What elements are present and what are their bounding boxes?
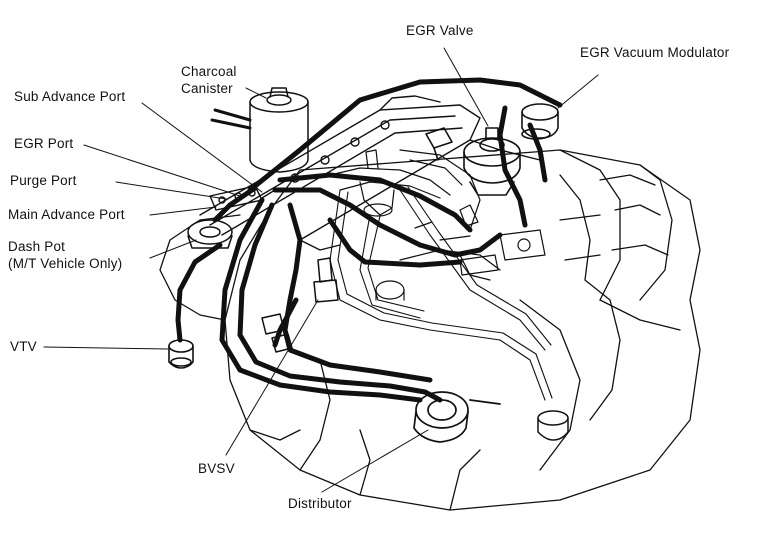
charcoal-canister — [210, 87, 309, 173]
leader-purge-port — [115, 181, 227, 200]
label-egr-valve: EGR Valve — [406, 23, 474, 38]
leader-dash-pot — [149, 239, 197, 259]
label-bvsv: BVSV — [198, 461, 235, 476]
leader-bvsv — [225, 299, 319, 456]
leader-main-advance-port — [149, 206, 217, 216]
leader-charcoal-canister — [245, 87, 267, 99]
vacuum-switch-right — [537, 410, 569, 441]
leader-egr-port — [83, 144, 241, 197]
leader-distributor — [321, 429, 429, 493]
label-distributor: Distributor — [288, 496, 352, 511]
leader-egr-vacuum-modulator — [557, 74, 599, 109]
leader-sub-advance-port — [141, 102, 263, 193]
label-main-advance-port: Main Advance Port — [8, 207, 125, 222]
egr-vacuum-modulator — [521, 103, 559, 140]
distributor — [413, 391, 501, 443]
label-dash-pot: Dash Pot (M/T Vehicle Only) — [8, 238, 122, 272]
bvsv — [261, 257, 339, 353]
ports-cluster — [209, 185, 276, 211]
label-egr-port: EGR Port — [14, 136, 74, 151]
egr-valve — [425, 127, 521, 196]
thick-vacuum-hoses — [175, 77, 563, 403]
label-vtv: VTV — [10, 339, 37, 354]
label-dash-pot-line2: (M/T Vehicle Only) — [8, 256, 123, 271]
label-egr-vacuum-modulator: EGR Vacuum Modulator — [580, 45, 730, 60]
label-charcoal-canister-line2: Canister — [181, 81, 233, 96]
thin-vacuum-tubes — [329, 186, 553, 401]
label-sub-advance-port: Sub Advance Port — [14, 89, 126, 104]
label-purge-port: Purge Port — [10, 173, 77, 188]
label-dash-pot-line1: Dash Pot — [8, 239, 66, 254]
label-charcoal-canister: Charcoal Canister — [181, 63, 237, 97]
leader-vtv — [43, 346, 169, 350]
intake-manifold — [329, 149, 546, 301]
leader-lines — [43, 47, 599, 493]
vtv — [168, 339, 194, 369]
label-charcoal-canister-line1: Charcoal — [181, 64, 237, 79]
leader-egr-valve — [443, 47, 489, 127]
